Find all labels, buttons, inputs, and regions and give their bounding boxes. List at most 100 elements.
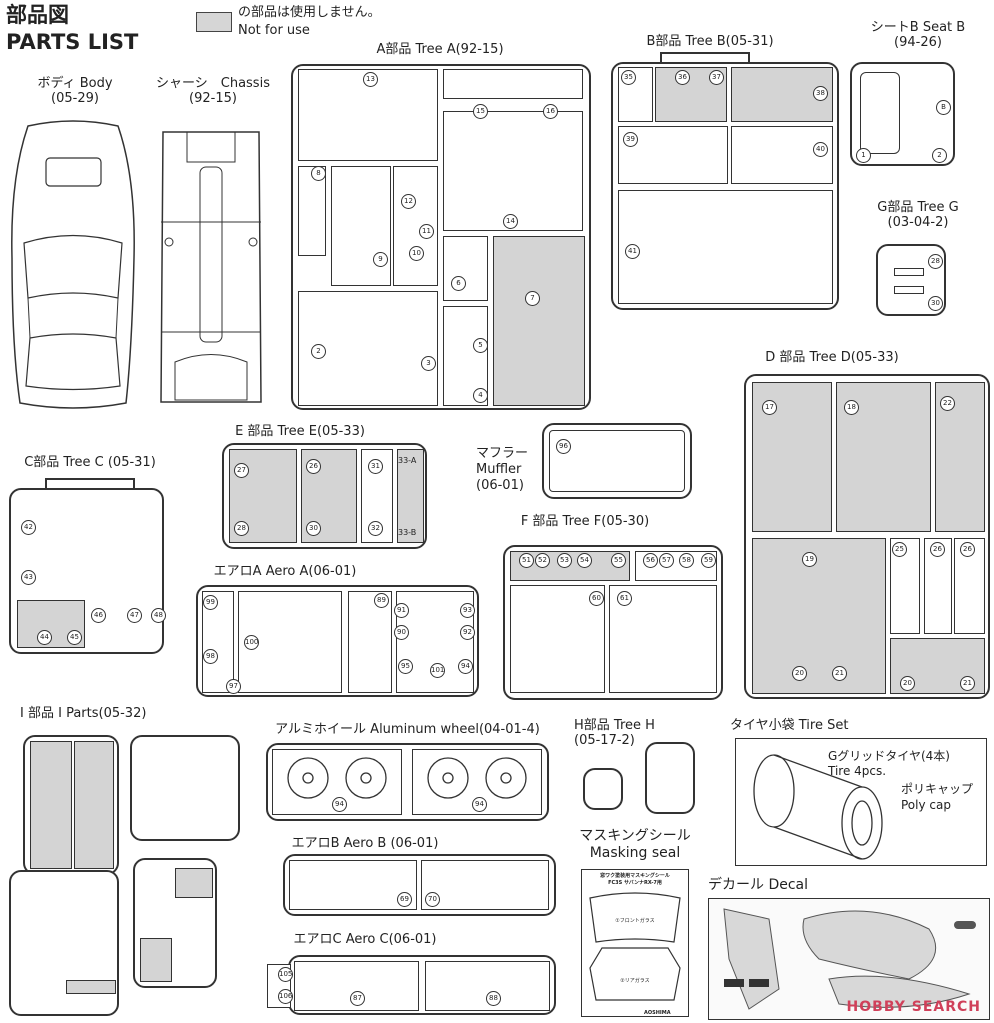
tree-g-label: G部品 Tree G (03-04-2)	[877, 200, 959, 230]
seat-b-label: シートB Seat B (94-26)	[870, 20, 966, 50]
aero-b-label: エアロB Aero B (06-01)	[291, 836, 439, 851]
part-number: 95	[398, 659, 413, 674]
part-number: 9	[373, 252, 388, 267]
part-number: 94	[472, 797, 487, 812]
part-number: 39	[623, 132, 638, 147]
part-number: 2	[311, 344, 326, 359]
wheel-label: アルミホイール Aluminum wheel(04-01-4)	[275, 722, 540, 737]
part-number: 17	[762, 400, 777, 415]
tree-d-sprue: 17 18 22 19 25 26 26 20 21 20 21	[744, 374, 990, 699]
part-number: 91	[394, 603, 409, 618]
part-number: 26	[930, 542, 945, 557]
tree-f-label: F 部品 Tree F(05-30)	[520, 514, 650, 529]
part-number: 15	[473, 104, 488, 119]
tree-h-label: H部品 Tree H (05-17-2)	[574, 718, 655, 748]
part-number: 19	[802, 552, 817, 567]
masking-shapes	[589, 892, 681, 1001]
tree-h-sprue-small	[583, 768, 623, 810]
part-number: 22	[940, 396, 955, 411]
part-number: 36	[675, 70, 690, 85]
part-number: 25	[892, 542, 907, 557]
part-number: 16	[543, 104, 558, 119]
part-number: 51	[519, 553, 534, 568]
muffler-sprue: 96	[542, 423, 692, 499]
decal-graphics	[723, 908, 976, 1010]
part-number: 33-A	[398, 456, 417, 465]
part-number: 26	[306, 459, 321, 474]
part-number: 99	[203, 595, 218, 610]
tree-b-label: B部品 Tree B(05-31)	[646, 34, 774, 49]
part-number: 7	[525, 291, 540, 306]
not-for-use-swatch	[196, 12, 232, 32]
part-number: 5	[473, 338, 488, 353]
part-number: 37	[709, 70, 724, 85]
masking-label: マスキングシール Masking seal	[579, 828, 691, 861]
seat-b-sprue: B 1 2	[850, 62, 955, 166]
part-number: 60	[589, 591, 604, 606]
part-number: 11	[419, 224, 434, 239]
tire-drawing	[753, 754, 883, 860]
tree-i-sprue-top	[23, 735, 119, 875]
tree-c-label: C部品 Tree C (05-31)	[24, 455, 156, 470]
part-number: 97	[226, 679, 241, 694]
part-number: 54	[577, 553, 592, 568]
part-number: 12	[401, 194, 416, 209]
part-number: 31	[368, 459, 383, 474]
body-label: ボディ Body (05-29)	[37, 76, 113, 106]
part-number: 59	[701, 553, 716, 568]
chassis-drawing	[160, 131, 262, 403]
tree-e-label: E 部品 Tree E(05-33)	[235, 424, 365, 439]
part-number: 42	[21, 520, 36, 535]
body-drawing	[11, 120, 135, 409]
part-number: 56	[643, 553, 658, 568]
tree-c-sprue: 42 43 44 45 46 47 48	[9, 488, 166, 654]
aero-c-label: エアロC Aero C(06-01)	[293, 932, 437, 947]
poly-cap-caption: ポリキャップ Poly cap	[901, 782, 974, 812]
part-number: 1	[856, 148, 871, 163]
part-number: 94	[458, 659, 473, 674]
part-number: 43	[21, 570, 36, 585]
tree-i-sprue-bottom	[9, 870, 119, 1016]
part-number: B	[936, 100, 951, 115]
part-number: 6	[451, 276, 466, 291]
tree-i-sprue-hood	[130, 735, 240, 841]
muffler-label: マフラー Muffler (06-01)	[476, 446, 529, 493]
tree-e-sprue: 27 26 31 33-A 28 30 32 33-B	[222, 443, 427, 549]
part-number: 2	[932, 148, 947, 163]
part-number: 58	[679, 553, 694, 568]
tire-set-label: タイヤ小袋 Tire Set	[730, 718, 849, 733]
aero-a-label: エアロA Aero A(06-01)	[213, 564, 357, 579]
part-number: 89	[374, 593, 389, 608]
part-number: 94	[332, 797, 347, 812]
masking-seal-sheet: 窓ワク塗装用マスキングシール FC3S サバンナRX-7用 ①フロントガラス ②…	[581, 869, 689, 1017]
part-number: 57	[659, 553, 674, 568]
title-jp: 部品図	[6, 3, 69, 27]
part-number: 40	[813, 142, 828, 157]
aero-a-sprue: 99 98 97 100 89 91 93 90 92 95 101 94	[196, 585, 479, 697]
part-number: 13	[363, 72, 378, 87]
part-number: 96	[556, 439, 571, 454]
part-number: 8	[311, 166, 326, 181]
part-number: 41	[625, 244, 640, 259]
part-number: 20	[900, 676, 915, 691]
legend-text: の部品は使用しません。 Not for use	[238, 4, 381, 40]
not-for-use-area	[493, 236, 585, 406]
part-number: 20	[792, 666, 807, 681]
tree-i-label: I 部品 I Parts(05-32)	[20, 706, 147, 721]
part-number: 105	[278, 967, 293, 982]
part-number: 30	[928, 296, 943, 311]
part-number: 101	[430, 663, 445, 678]
decal-sheet: HOBBY SEARCH	[708, 898, 990, 1020]
chassis-label: シャーシ Chassis (92-15)	[156, 76, 270, 106]
part-number: 55	[611, 553, 626, 568]
part-number: 3	[421, 356, 436, 371]
aero-c-small-parts: 105 106	[267, 964, 293, 1008]
part-number: 28	[928, 254, 943, 269]
part-number: 38	[813, 86, 828, 101]
tree-d-label: D 部品 Tree D(05-33)	[765, 350, 899, 365]
decal-label: デカール Decal	[708, 877, 809, 893]
part-number: 4	[473, 388, 488, 403]
tree-b-sprue: 35 36 37 38 39 40 41	[611, 62, 839, 310]
part-number: 92	[460, 625, 475, 640]
part-number: 46	[91, 608, 106, 623]
